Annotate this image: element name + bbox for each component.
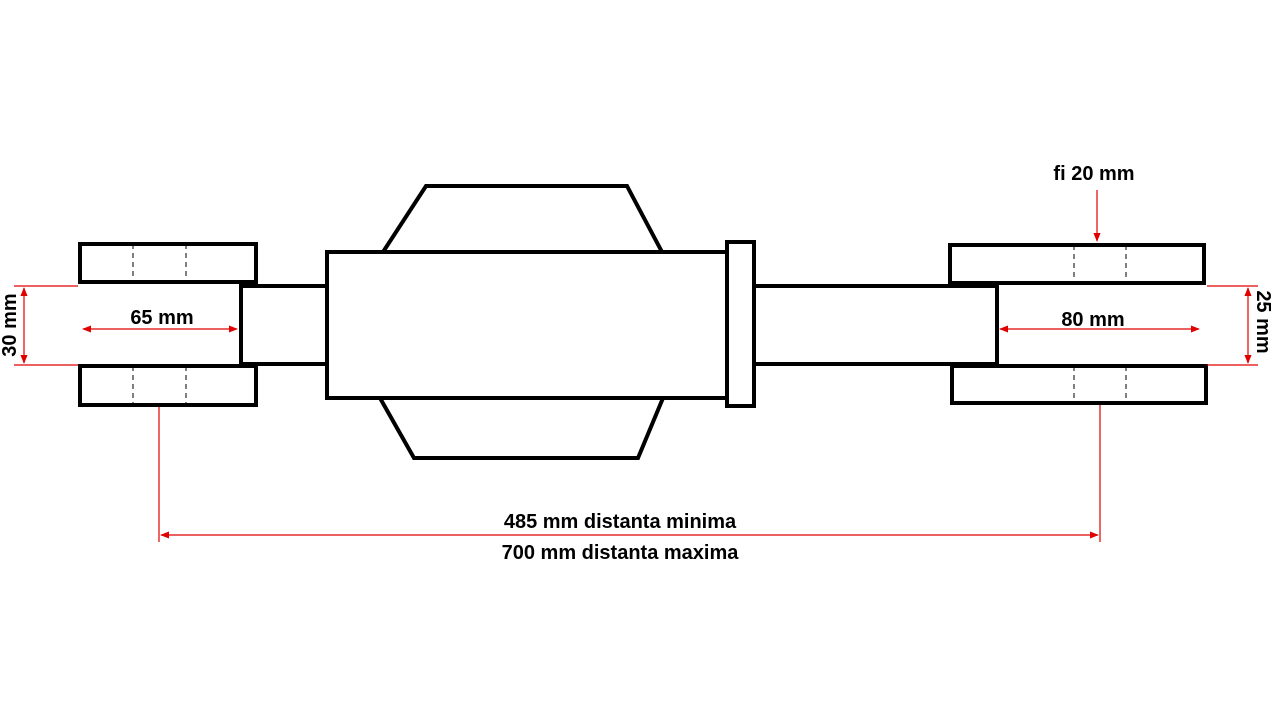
left-length-label: 65 mm	[130, 307, 193, 329]
left-rod	[239, 284, 331, 366]
central-body	[325, 250, 730, 400]
flange	[725, 240, 756, 408]
hex-nut-bottom	[376, 396, 666, 460]
hex-nut-top	[379, 184, 666, 254]
distance-max-label: 700 mm distanta maxima	[502, 542, 740, 564]
left-gap-label: 30 mm	[0, 293, 21, 356]
left-fork-bottom-plate	[78, 364, 258, 407]
right-fork-top-plate	[948, 243, 1206, 285]
right-length-label: 80 mm	[1061, 309, 1124, 331]
left-fork-top-plate	[78, 242, 258, 284]
right-hole-label: fi 20 mm	[1053, 163, 1134, 185]
right-fork-bottom-plate	[950, 364, 1208, 405]
right-gap-label: 25 mm	[1252, 290, 1274, 353]
right-rod	[750, 284, 999, 366]
distance-min-label: 485 mm distanta minima	[504, 511, 737, 533]
